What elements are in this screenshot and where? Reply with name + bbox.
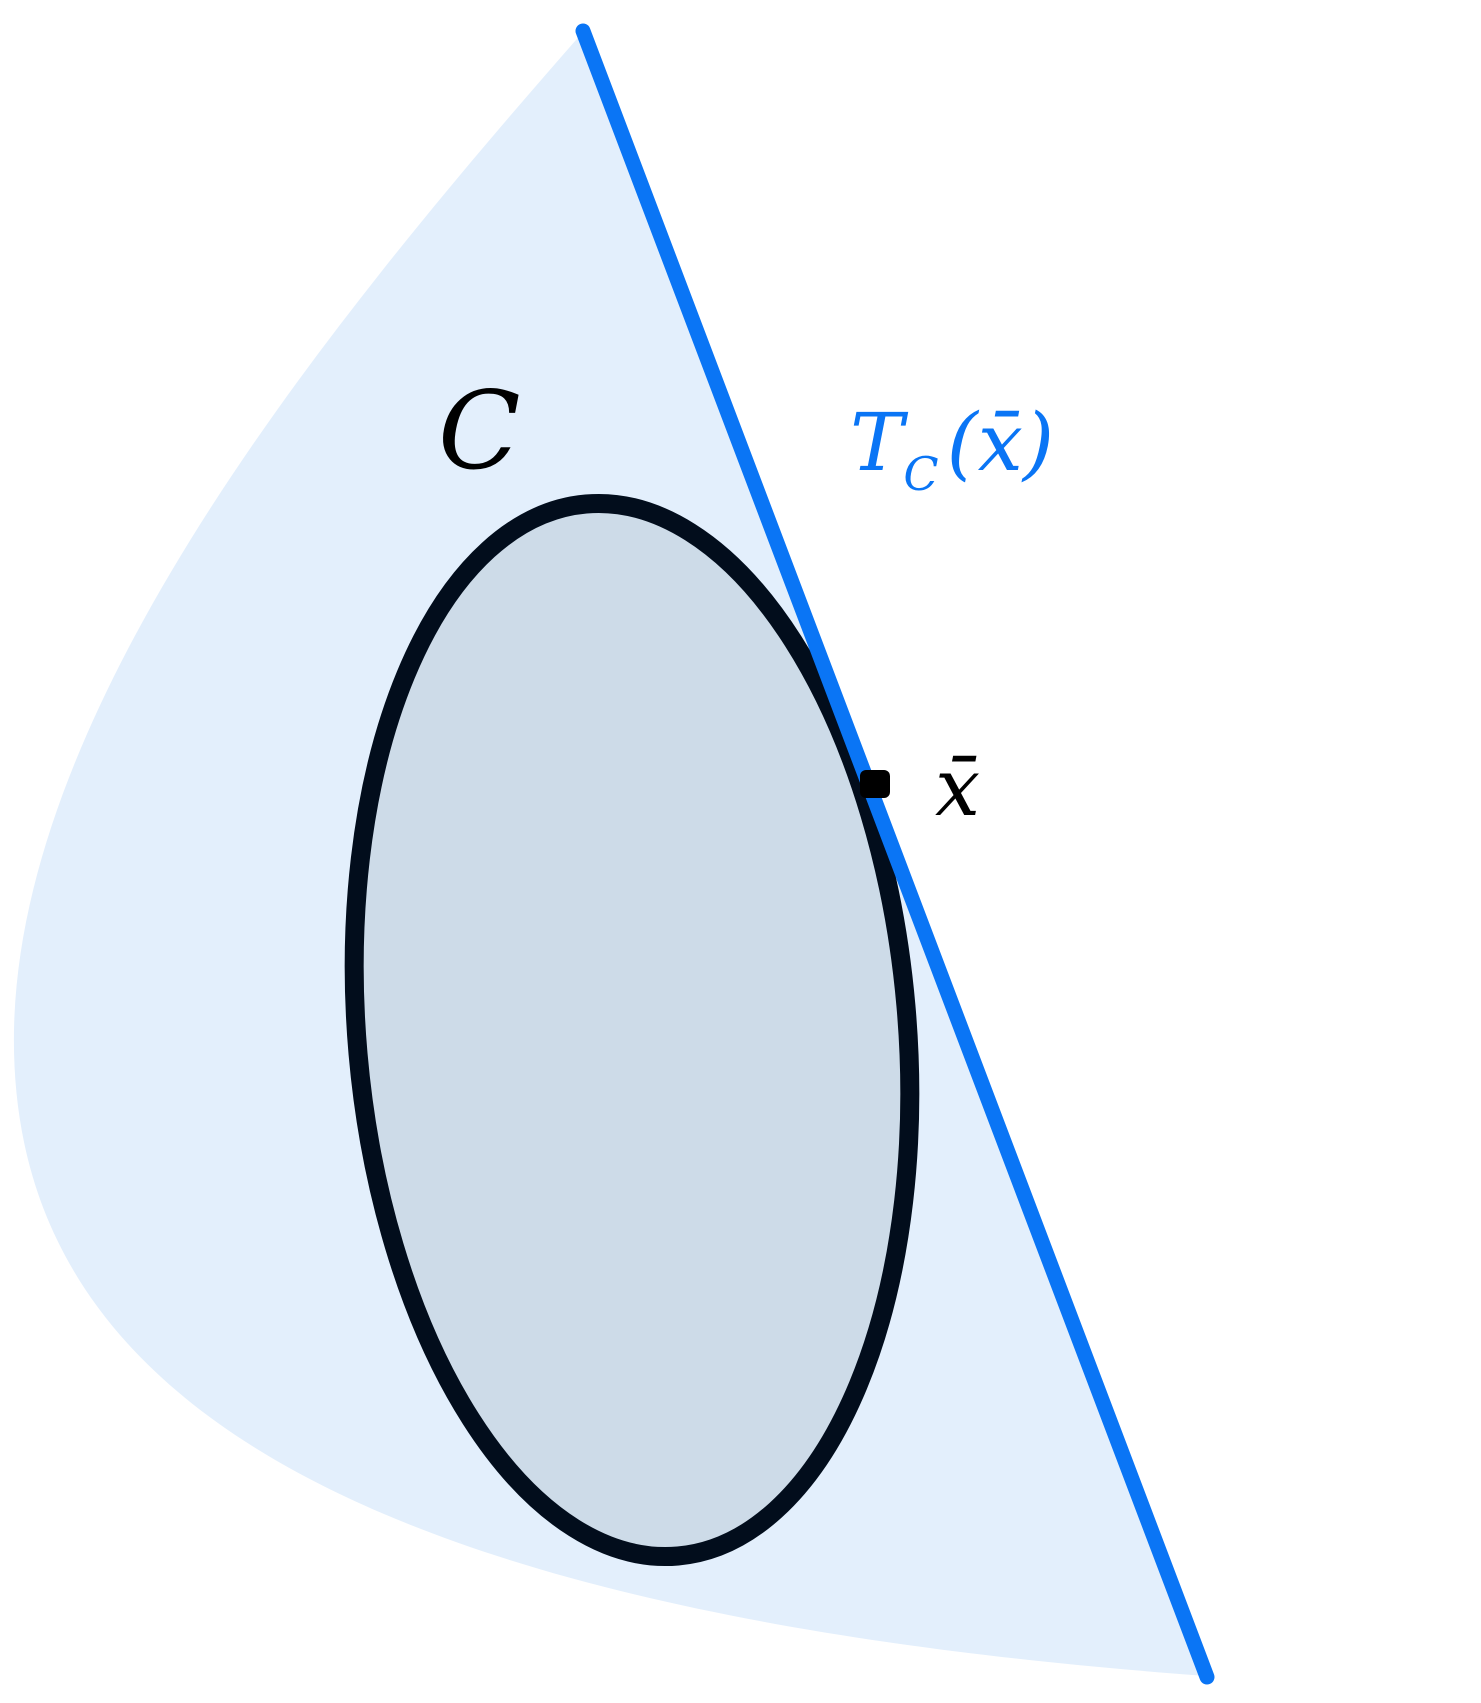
tangent-label-subscript: C [903, 447, 938, 501]
set-label: C [438, 369, 521, 494]
point-x-bar [860, 770, 890, 798]
tangent-cone-label: TC(x̄) [850, 396, 1054, 501]
convex-set-c [344, 493, 920, 1567]
tangent-line [575, 23, 1215, 1685]
tangent-label-t: T [850, 396, 909, 489]
point-label: x̄ [935, 741, 980, 834]
tangent-label-argument: (x̄) [947, 396, 1055, 489]
